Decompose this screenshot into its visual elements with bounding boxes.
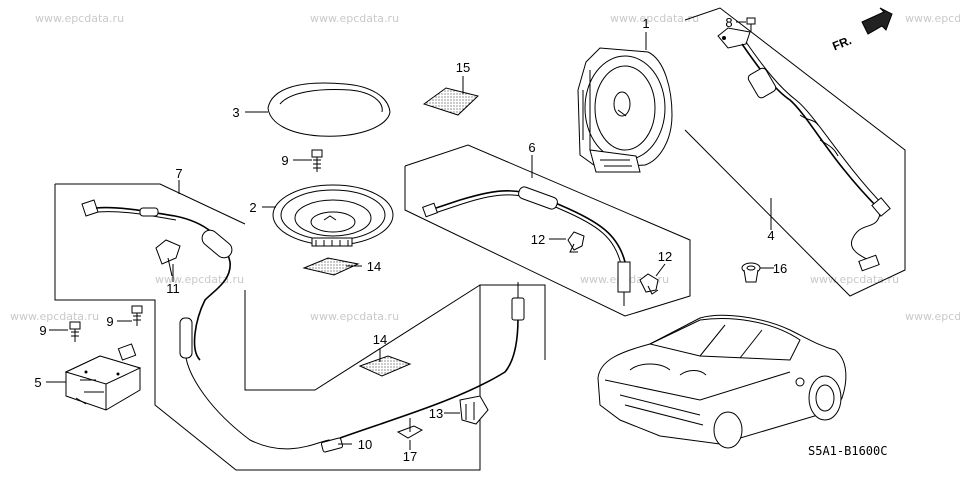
group-outlines: [54, 7, 906, 471]
watermark-text: www.epcdata.ru: [10, 310, 99, 323]
callout-5: 5: [34, 375, 41, 390]
watermark-text: www.epcdata.ru: [155, 273, 244, 286]
callout-15: 15: [456, 60, 470, 75]
outline-antenna-group: [684, 7, 906, 297]
callout-12-left: 12: [531, 232, 545, 247]
pad-14-lower: [358, 355, 412, 377]
callout-10: 10: [358, 437, 372, 452]
callout-14-upper: 14: [367, 259, 381, 274]
callout-11: 11: [166, 281, 180, 296]
outline-feeder-lower: [54, 184, 546, 471]
callout-9-top: 9: [281, 153, 288, 168]
callout-12-right: 12: [658, 249, 672, 264]
bracket-13: [459, 395, 489, 425]
outline-feeder: [55, 183, 246, 225]
diagram-code: S5A1-B1600C: [808, 444, 887, 458]
callout-1: 1: [642, 16, 649, 31]
callout-8: 8: [725, 15, 732, 30]
speaker-cover-pad: [267, 82, 391, 137]
callout-4: 4: [767, 228, 774, 243]
watermarks: www.epcdata.ru www.epcdata.ru www.epcdat…: [10, 12, 960, 323]
clip-10: [320, 437, 344, 453]
callout-7: 7: [175, 166, 182, 181]
antenna-amplifier: [64, 343, 142, 411]
watermark-text: www.epcdata.ru: [810, 273, 899, 286]
screw-9-top: [311, 149, 323, 172]
watermark-text: www.epcdata.ru: [905, 12, 960, 25]
clip-11: [155, 239, 181, 277]
outline-wire-group: [404, 144, 691, 317]
watermark-text: www.epcdata.ru: [905, 310, 960, 323]
watermark-text: www.epcdata.ru: [35, 12, 124, 25]
watermark-text: www.epcdata.ru: [310, 12, 399, 25]
callout-14-lower: 14: [373, 332, 387, 347]
front-speaker: [272, 184, 394, 247]
callout-9-left: 9: [39, 323, 46, 338]
callout-17: 17: [403, 449, 417, 464]
clip-17: [396, 418, 424, 439]
pad-15: [422, 87, 480, 116]
clip-12-right: [639, 273, 659, 295]
grommet-16: [741, 262, 761, 283]
front-direction-arrow: FR.: [830, 7, 893, 53]
rear-speaker: [577, 47, 673, 173]
bolt-8: [746, 17, 756, 32]
callout-6: 6: [528, 140, 535, 155]
callout-13: 13: [429, 406, 443, 421]
glass-antenna-lead: [717, 27, 891, 272]
outline-feeder-inner: [244, 284, 481, 391]
watermark-text: www.epcdata.ru: [610, 12, 699, 25]
front-label: FR.: [830, 33, 853, 53]
pad-14-upper: [302, 257, 360, 276]
callout-2: 2: [249, 200, 256, 215]
screw-9-left: [69, 321, 81, 342]
speaker-wire: [422, 186, 631, 306]
clip-12-left: [567, 231, 585, 253]
leader-lines: [46, 21, 774, 450]
callout-16: 16: [773, 261, 787, 276]
watermark-text: www.epcdata.ru: [310, 310, 399, 323]
callout-3: 3: [232, 105, 239, 120]
callouts: 1 2 3 4 5 6 7 8 9 9 9 10 11 12 12 13 14 …: [34, 15, 787, 464]
vehicle-silhouette: [597, 314, 847, 449]
callout-9-middle: 9: [106, 314, 113, 329]
antenna-feeder-cable: [81, 199, 525, 450]
screw-9-middle: [131, 305, 143, 326]
